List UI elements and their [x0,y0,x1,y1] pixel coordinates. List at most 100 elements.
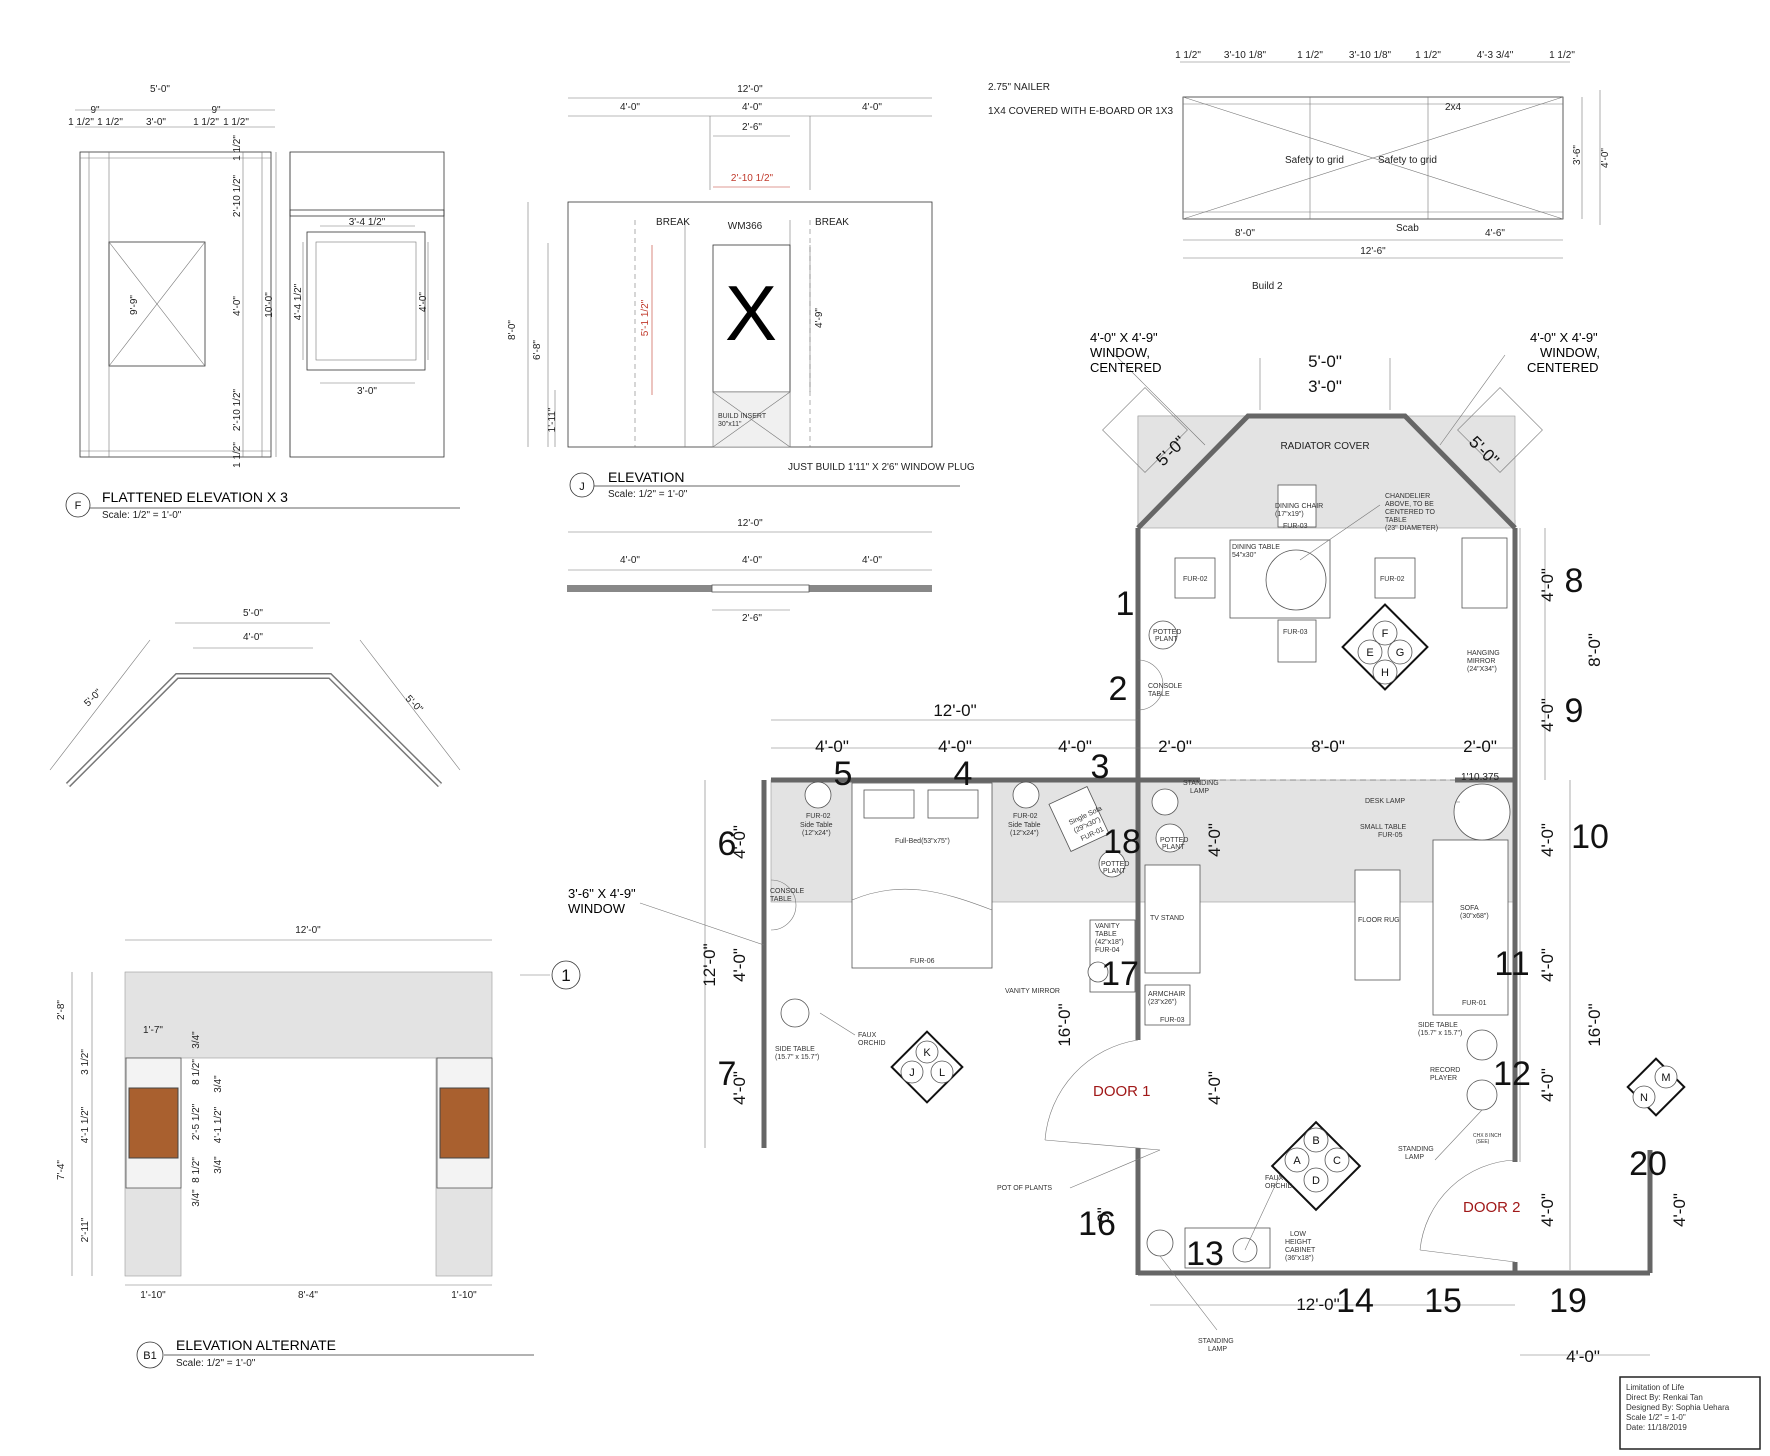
label: DINING CHAIR [1275,503,1323,510]
label: FUR-01 [1462,1000,1487,1007]
label: ORCHID [858,1040,886,1047]
label: TABLE [1385,517,1407,524]
dim: 5'-0" [243,608,263,619]
dim: 1 1/2" [1415,50,1441,61]
title-block [1619,1376,1761,1450]
label: FLOOR RUG [1358,917,1400,924]
section-scale: Scale: 1/2" = 1'-0" [102,510,182,521]
label: RADIATOR COVER [1280,441,1369,452]
dim: 12'-0" [295,925,321,936]
note: BREAK [815,217,849,228]
label: VANITY [1095,923,1120,930]
label: STANDING [1198,1338,1234,1345]
dim: 4'-1 1/2" [80,1106,91,1143]
room-number: 17 [1101,955,1139,993]
dim: 9" [90,105,100,116]
dim: 8'-0" [1311,737,1345,756]
label: (SEE) [1476,1139,1490,1145]
dim: 9" [211,105,221,116]
dim: 3'-4 1/2" [349,217,386,228]
label: POTTED [1160,837,1188,844]
door-label: DOOR 2 [1463,1199,1521,1216]
section-scale: Scale: 1/2" = 1'-0" [608,489,688,500]
label: FUR-02 [806,813,831,820]
dim: 3'-6" [1572,145,1583,165]
dim: 4'-0" [1538,1068,1557,1102]
dim: 4'-1 1/2" [213,1106,224,1143]
bay-plan [49,622,461,788]
marker-letter: B [1312,1135,1319,1147]
label: LAMP [1405,1154,1424,1161]
window-x: X [725,269,777,357]
room-number: 19 [1549,1282,1587,1320]
marker-letter: J [909,1067,915,1079]
room-number: 3 [1091,748,1110,786]
marker-letter: E [1366,647,1373,659]
note: BUILD INSERT [718,413,767,420]
dim: 12'-0" [1296,1295,1339,1314]
label: 54"x30" [1232,552,1257,559]
label: PLANT [1155,636,1178,643]
marker-letter: F [1382,628,1389,640]
window-note: WINDOW, [1540,345,1600,360]
dim: 4'-0" [1670,1193,1689,1227]
window-note: CENTERED [1527,360,1599,375]
window-note: CENTERED [1090,360,1162,375]
label: SMALL TABLE [1360,824,1407,831]
label: FAUX [858,1032,877,1039]
plan-window-notes: 4'-0" X 4'-9" WINDOW, CENTERED 4'-0" X 4… [568,330,1600,916]
window-note: WINDOW [568,901,626,916]
room-number: 13 [1186,1235,1224,1273]
section-letter: B1 [143,1350,156,1362]
label: SOFA [1460,905,1479,912]
room-number: 12 [1493,1055,1531,1093]
dim: 3/4" [191,1189,202,1207]
label: (30"x68") [1460,913,1489,920]
label: FUR-02 [1380,576,1405,583]
label: FUR-06 [910,958,935,965]
label: FUR-02 [1013,813,1038,820]
dim: 3'-0" [357,386,377,397]
section-title: ELEVATION ALTERNATE [176,1337,336,1353]
title-block-line: Direct By: Renkai Tan [1626,1393,1703,1402]
dim: 2'-8" [56,1000,67,1020]
label: (15.7" x 15.7") [1418,1030,1462,1037]
marker-letter: L [939,1067,945,1079]
label: MIRROR [1467,658,1495,665]
dim: 5'-0" [403,693,425,715]
window-note: WINDOW, [1090,345,1150,360]
label: Full-Bed(53"x75") [895,838,950,845]
label: CONSOLE [770,888,805,895]
label: FUR-04 [1095,947,1120,954]
dim: 0" [1094,1207,1113,1223]
dim: 5'-0" [150,84,170,95]
label: TABLE [770,896,792,903]
note: BREAK [656,217,690,228]
marker-letter: G [1396,647,1405,659]
label: LOW [1290,1231,1306,1238]
elevation-j [527,97,960,498]
dim: 3/4" [191,1031,202,1049]
dim: 4'-0" [243,632,263,643]
dim: 4'-0" [815,737,849,756]
dim: 4'-0" [1058,737,1092,756]
dim: 2'-6" [742,613,762,624]
dim: 4'-0" [232,296,243,316]
label: (15.7" x 15.7") [775,1054,819,1061]
dim: 2'-6" [742,122,762,133]
section-title: FLATTENED ELEVATION X 3 [102,489,288,505]
label: ABOVE, TO BE [1385,501,1434,508]
dim: 4'-0" [1538,1193,1557,1227]
dim: 3'-10 1/8" [1349,50,1392,61]
dim: 4'-4 1/2" [293,283,304,320]
note: 2x4 [1445,102,1462,113]
plan-strip [567,531,932,611]
dim: 4'-6" [1485,228,1505,239]
label: POTTED [1153,629,1181,636]
build2-title: Build 2 [1252,281,1283,292]
dim: 1 1/2" [1175,50,1201,61]
dim: 12'-0" [737,518,763,529]
label: FUR-03 [1160,1017,1185,1024]
label: LAMP [1190,788,1209,795]
